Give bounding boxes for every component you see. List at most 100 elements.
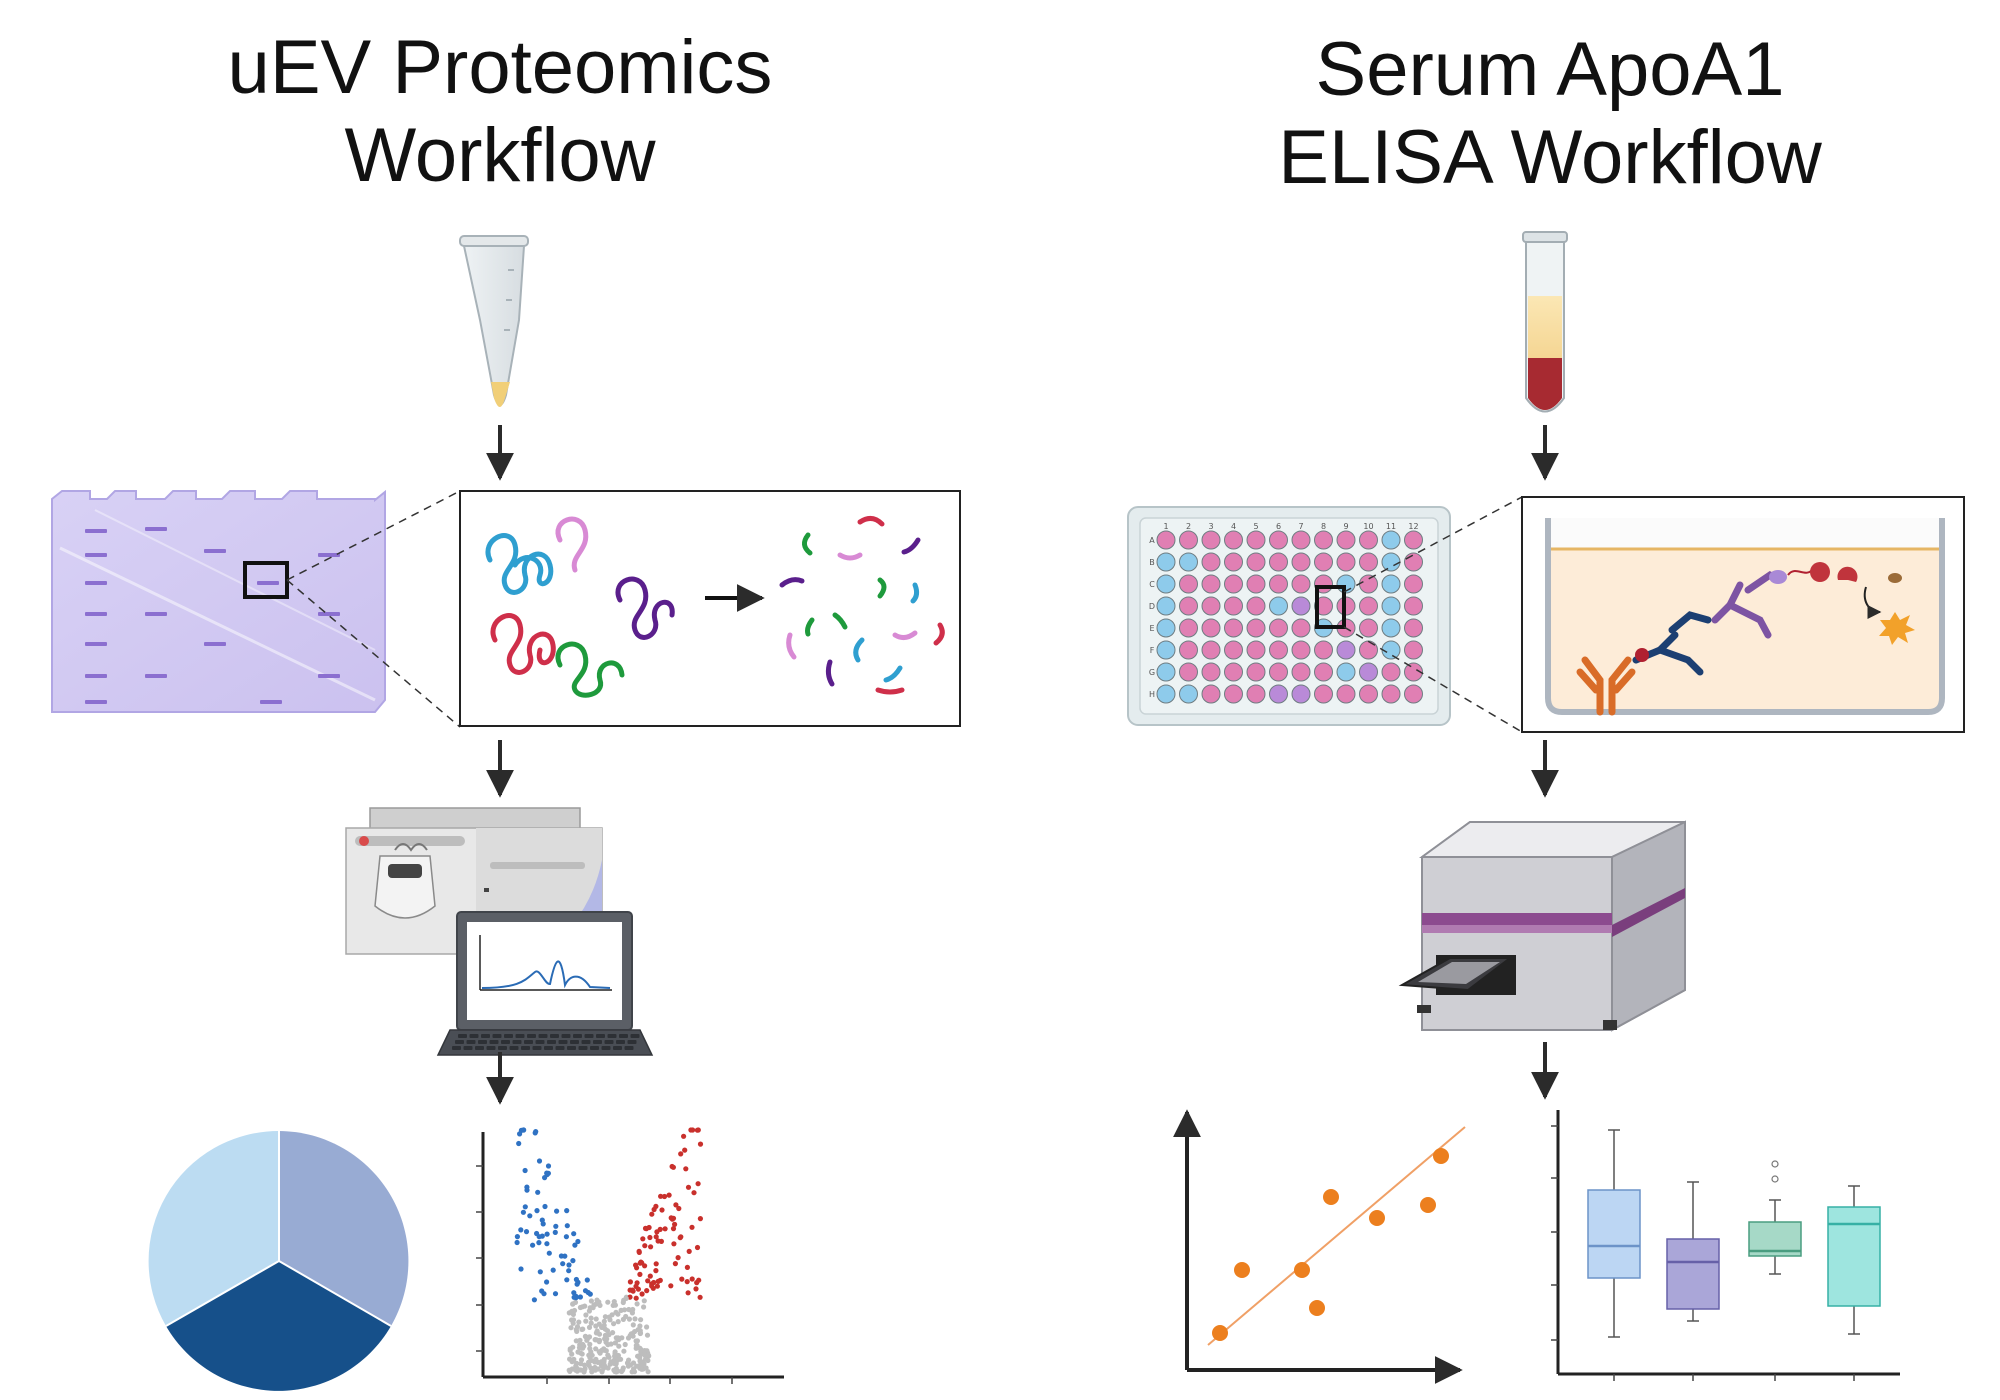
plate-column-label: 7 [1298, 522, 1303, 531]
volcano-point [621, 1307, 628, 1313]
volcano-point [546, 1250, 552, 1256]
volcano-point [638, 1259, 644, 1265]
plate-well [1314, 684, 1333, 704]
volcano-point [550, 1267, 556, 1273]
volcano-point [647, 1273, 653, 1279]
laptop-key [544, 1046, 553, 1050]
plate-well [1201, 618, 1221, 638]
volcano-point [629, 1369, 635, 1375]
volcano-point [583, 1318, 589, 1324]
volcano-point [562, 1253, 568, 1259]
volcano-point [584, 1277, 590, 1283]
volcano-point [658, 1238, 665, 1244]
plate-well [1291, 596, 1311, 616]
plate-well [1404, 640, 1423, 660]
laptop-key [590, 1046, 599, 1050]
plate-well [1201, 530, 1221, 550]
volcano-point [593, 1316, 599, 1322]
box-plot-icon [1551, 1110, 1900, 1381]
volcano-point [630, 1288, 636, 1294]
plate-well [1224, 596, 1243, 616]
plate-well [1381, 662, 1401, 682]
volcano-point [626, 1316, 633, 1322]
volcano-point [586, 1308, 593, 1314]
plate-well [1359, 574, 1378, 594]
volcano-point [672, 1261, 679, 1267]
plate-well [1201, 662, 1221, 682]
elisa-well-icon [1521, 496, 1965, 733]
left-title-line2: Workflow [344, 113, 656, 198]
laptop-key [558, 1040, 568, 1044]
laptop-key [481, 1034, 490, 1038]
box [1666, 1238, 1720, 1310]
volcano-point [534, 1208, 540, 1214]
volcano-point [653, 1234, 659, 1240]
laptop-key [538, 1034, 548, 1038]
volcano-point [648, 1244, 654, 1250]
plate-well [1156, 640, 1176, 660]
right-title-line2: ELISA Workflow [1278, 115, 1822, 200]
gel-band [85, 553, 107, 557]
laptop-key [619, 1034, 628, 1038]
volcano-point [539, 1233, 545, 1239]
volcano-point [569, 1359, 575, 1365]
volcano-point [618, 1356, 624, 1362]
volcano-point [679, 1276, 685, 1282]
plate-well [1314, 552, 1333, 572]
laptop-key [463, 1046, 473, 1050]
scatter-point [1433, 1148, 1449, 1164]
plate-well [1179, 662, 1198, 682]
volcano-point [612, 1340, 619, 1346]
plate-column-label: 6 [1276, 522, 1281, 531]
plate-well [1156, 618, 1176, 638]
volcano-point [572, 1242, 578, 1248]
plate-row-label: A [1149, 536, 1155, 545]
volcano-point [564, 1223, 570, 1229]
plate-well [1359, 596, 1378, 616]
plate-well [1201, 574, 1221, 594]
gel-band [85, 529, 107, 533]
volcano-point [647, 1234, 653, 1241]
peptide-fragment [857, 516, 885, 527]
volcano-point [586, 1359, 592, 1365]
volcano-point [684, 1264, 691, 1270]
plate-well [1404, 574, 1423, 594]
laptop-key [547, 1040, 556, 1044]
volcano-point [544, 1279, 550, 1285]
laptop-key [630, 1034, 640, 1038]
plate-well [1359, 530, 1378, 550]
plate-well [1359, 684, 1378, 704]
volcano-point [642, 1243, 648, 1249]
volcano-point [583, 1334, 589, 1340]
volcano-point [655, 1278, 661, 1284]
volcano-point [544, 1170, 550, 1176]
volcano-point [662, 1226, 668, 1232]
volcano-point [612, 1302, 619, 1308]
volcano-point [621, 1348, 627, 1354]
volcano-point [671, 1241, 677, 1247]
volcano-point [537, 1269, 543, 1275]
peptide-fragment [837, 552, 863, 561]
plate-well [1201, 596, 1221, 616]
scatter-point [1212, 1325, 1228, 1341]
volcano-point [577, 1304, 584, 1311]
volcano-point [587, 1341, 593, 1347]
volcano-point [636, 1363, 642, 1369]
laptop-key [501, 1040, 510, 1044]
volcano-point [638, 1347, 644, 1353]
laptop-key [616, 1040, 625, 1044]
volcano-point [522, 1167, 528, 1174]
laptop-key [452, 1046, 461, 1050]
volcano-point [646, 1353, 652, 1359]
volcano-point [545, 1163, 552, 1169]
plate-well [1246, 552, 1266, 572]
volcano-point [654, 1283, 661, 1289]
plate-row-label: G [1149, 668, 1155, 677]
laptop-key [584, 1034, 594, 1038]
volcano-point [616, 1343, 622, 1349]
laptop-key [478, 1040, 487, 1044]
volcano-point [588, 1320, 594, 1326]
scatter-point [1323, 1189, 1339, 1205]
volcano-point [599, 1369, 605, 1375]
gel-band [260, 700, 282, 704]
